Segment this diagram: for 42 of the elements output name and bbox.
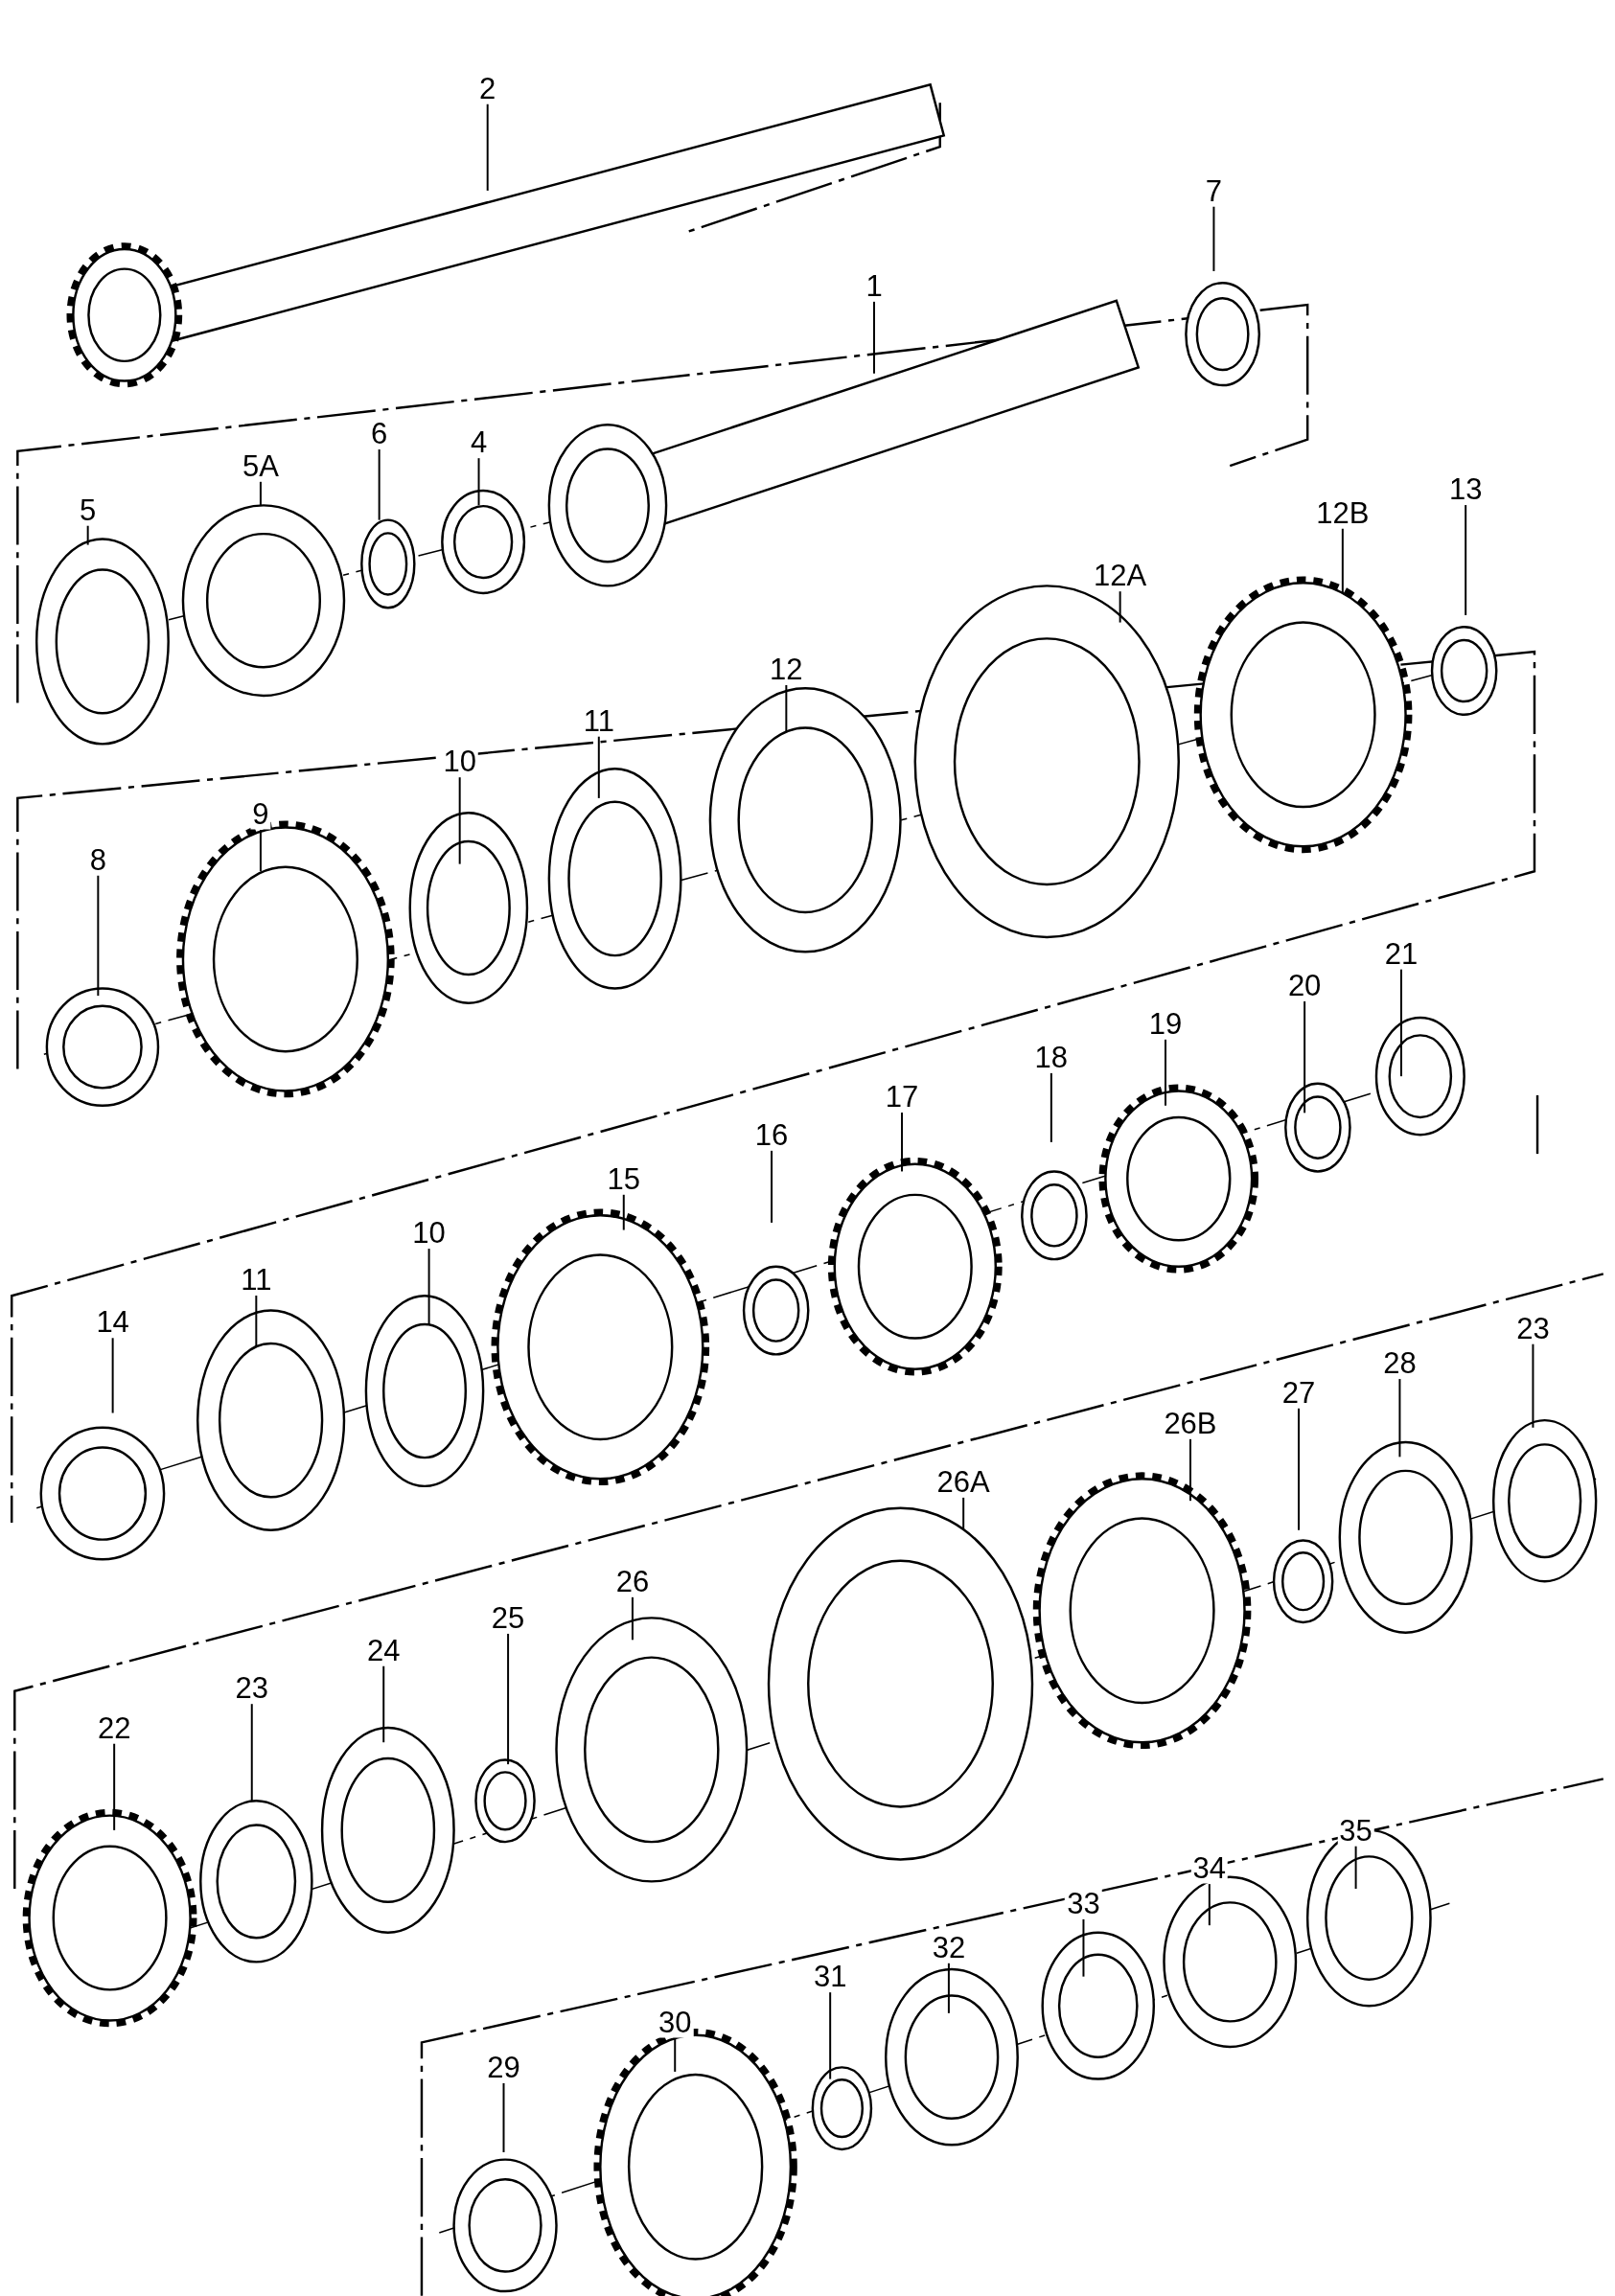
leader-line	[1212, 205, 1215, 272]
leader-line	[901, 1112, 904, 1173]
leader-line	[1398, 1378, 1401, 1458]
leader-line	[674, 2036, 677, 2073]
leader-line	[486, 103, 489, 192]
leader-line	[1341, 527, 1344, 594]
leader-line	[947, 1962, 950, 2014]
leader-line	[458, 776, 461, 865]
leader-line	[507, 1632, 510, 1766]
leader-line	[113, 1742, 116, 1831]
leader-line	[1050, 1071, 1052, 1143]
leader-line	[1119, 590, 1121, 624]
leader-line	[1304, 999, 1306, 1114]
leader-line	[382, 1665, 385, 1744]
leader-line	[1208, 1883, 1211, 1927]
leader-line	[962, 1496, 965, 1531]
leader-line	[255, 1295, 258, 1348]
leader-line	[1188, 1437, 1191, 1503]
leader-line	[259, 480, 262, 507]
leader-line	[502, 2081, 505, 2153]
leader-line	[1465, 504, 1467, 616]
leader-line	[1165, 1038, 1166, 1107]
leader-line	[829, 1991, 832, 2080]
leader-line	[622, 1193, 625, 1231]
leader-line	[427, 1248, 430, 1326]
leader-line	[259, 829, 262, 873]
leader-line	[873, 300, 875, 375]
leader-line	[97, 874, 100, 998]
leader-line	[111, 1337, 114, 1414]
leader-line	[1082, 1917, 1085, 1978]
leader-line	[785, 683, 788, 734]
leader-line	[477, 457, 480, 507]
leader-line	[378, 448, 381, 521]
leader-line	[1532, 1343, 1534, 1429]
leader-line	[1298, 1407, 1300, 1531]
leader-line	[250, 1703, 253, 1802]
leader-line	[771, 1149, 773, 1224]
leader-line	[1399, 968, 1402, 1078]
leader-line	[86, 524, 89, 546]
leader-line	[597, 735, 600, 799]
leader-line	[1354, 1845, 1357, 1890]
leader-line	[631, 1596, 634, 1642]
